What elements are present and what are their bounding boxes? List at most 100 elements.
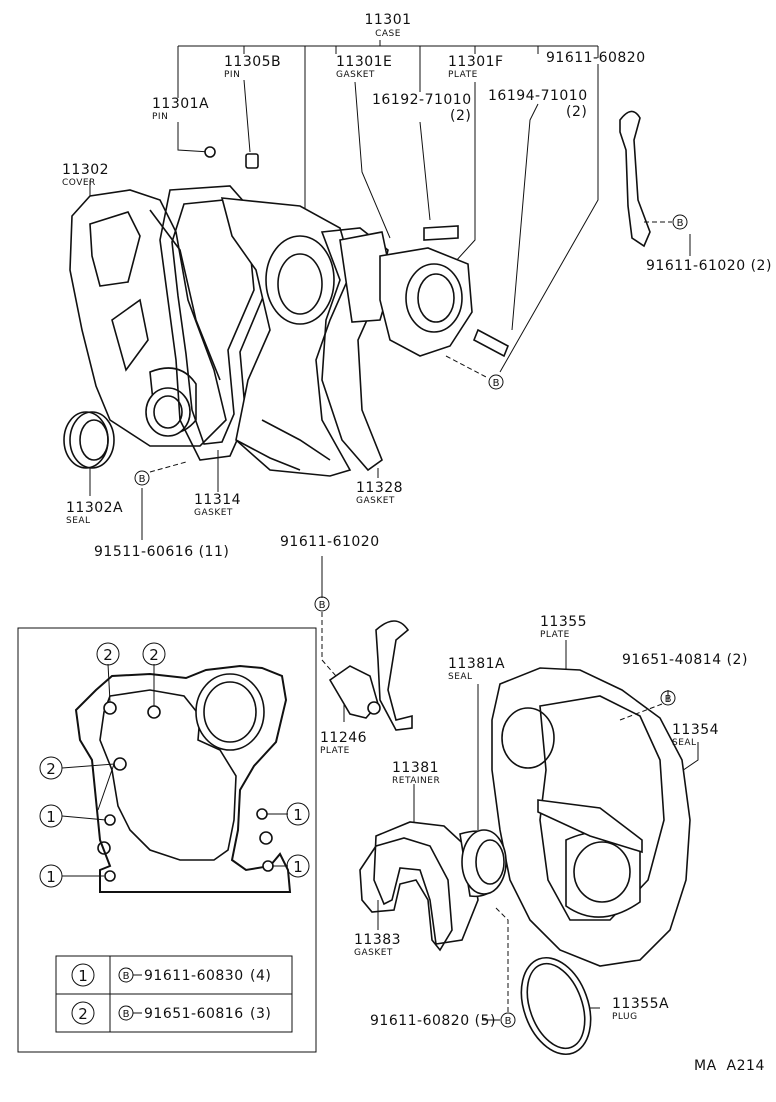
bolt-label: B: [677, 218, 684, 229]
oil-seal-11302A: [63, 411, 115, 469]
legend-row-1: 1 B 91611-60830 (4): [71, 963, 271, 987]
callout-11301: 11301 CASE: [364, 12, 411, 39]
part-name: GASKET: [194, 508, 233, 518]
callout-16194-71010: 16194-71010 (2): [488, 88, 588, 120]
marker-label: 1: [46, 868, 56, 886]
legend-key: 1: [78, 967, 88, 985]
callout-11302A: 11302A SEAL: [66, 500, 123, 526]
marker-label: 1: [293, 806, 303, 824]
part-name: RETAINER: [392, 776, 440, 786]
legend-bolt: B: [123, 1009, 130, 1020]
part-name: GASKET: [354, 948, 393, 958]
part-number: 11383: [354, 932, 401, 948]
quantity: (2): [566, 104, 587, 120]
inset-marker-1d: 1: [286, 854, 310, 878]
callout-91611-61020-mid: 91611-61020: [280, 534, 380, 550]
callout-91611-60820-bottom: 91611-60820 (5): [370, 1013, 496, 1029]
inset-marker-2c: 2: [39, 756, 63, 780]
inset-marker-2b: 2: [142, 642, 166, 666]
part-number: 11328: [356, 480, 403, 496]
part-number: 16192-71010: [372, 92, 472, 108]
part-number: 11302A: [66, 500, 123, 516]
marker-label: 1: [46, 808, 56, 826]
part-name: PLATE: [320, 746, 350, 756]
bolt-symbol-91651-40814: B: [619, 690, 676, 721]
part-number: 91651-40814 (2): [622, 652, 748, 668]
part-number: 11301E: [336, 54, 392, 70]
legend-part: 91611-60830: [144, 968, 244, 984]
callout-91611-60820: 91611-60820: [546, 50, 646, 66]
timing-cover-11302: [69, 189, 227, 447]
callout-11383: 11383 GASKET: [354, 932, 401, 958]
part-number: 11301F: [448, 54, 504, 70]
inset-marker-1c: 1: [286, 802, 310, 826]
callout-91651-40814: 91651-40814 (2): [622, 652, 748, 668]
part-number: 11355: [540, 614, 587, 630]
part-number: 11354: [672, 722, 719, 738]
part-number: 11314: [194, 492, 241, 508]
part-name: PLATE: [540, 630, 570, 640]
part-name: SEAL: [672, 738, 697, 748]
callout-16192-71010: 16192-71010 (2): [372, 92, 472, 124]
part-number: 11302: [62, 162, 109, 178]
inset-legend-table: 1 B 91611-60830 (4) 2 B 91651-60816 (3): [55, 955, 293, 1033]
part-name: PLATE: [448, 70, 478, 80]
part-number: 91611-60820: [546, 50, 646, 66]
part-number: 11355A: [612, 996, 669, 1012]
quantity: (2): [450, 108, 471, 124]
callout-11305B: 11305B PIN: [224, 54, 281, 80]
callout-11354: 11354 SEAL: [672, 722, 719, 748]
legend-key: 2: [78, 1005, 88, 1023]
part-name: PLUG: [612, 1012, 638, 1022]
part-name: GASKET: [336, 70, 375, 80]
bolt-label: B: [319, 600, 326, 611]
part-number: 11301: [364, 12, 411, 28]
part-name: PIN: [152, 112, 168, 122]
bolt-label: B: [139, 474, 146, 485]
bolt-symbol-plate: B: [445, 355, 504, 390]
end-plate-11355: [491, 667, 691, 967]
callout-11328: 11328 GASKET: [356, 480, 403, 506]
part-number: 11381A: [448, 656, 505, 672]
plug-11355A: [520, 956, 592, 1056]
callout-11302: 11302 COVER: [62, 162, 109, 188]
callout-91511-60616: 91511-60616 (11): [94, 544, 229, 560]
callout-11381A: 11381A SEAL: [448, 656, 505, 682]
part-name: SEAL: [448, 672, 473, 682]
callout-11301E: 11301E GASKET: [336, 54, 392, 80]
marker-label: 1: [293, 858, 303, 876]
part-number: 91611-61020: [280, 534, 380, 550]
part-name: COVER: [62, 178, 96, 188]
part-number: 91511-60616 (11): [94, 544, 229, 560]
part-name: PIN: [224, 70, 240, 80]
case-gasket-11328: [320, 227, 389, 472]
marker-label: 2: [149, 646, 159, 664]
legend-row-2: 2 B 91651-60816 (3): [71, 1001, 271, 1025]
marker-label: 2: [103, 646, 113, 664]
callout-11355A: 11355A PLUG: [612, 996, 669, 1022]
inset-marker-1b: 1: [39, 864, 63, 888]
part-number: 11381: [392, 760, 439, 776]
figure-code: MA A214: [694, 1058, 765, 1074]
part-number: 91611-60820 (5): [370, 1013, 496, 1029]
callout-11246: 11246 PLATE: [320, 730, 367, 756]
part-name: CASE: [375, 29, 401, 39]
part-number: 11305B: [224, 54, 281, 70]
top-leader-lines: [89, 40, 691, 598]
inset-box: [17, 627, 317, 1053]
retainer-11381-gasket-11383: [359, 821, 507, 952]
callout-91611-61020-top: 91611-61020 (2): [646, 258, 771, 274]
timing-case-11301: [204, 146, 353, 477]
callout-11314: 11314 GASKET: [194, 492, 241, 518]
inset-marker-2a: 2: [96, 642, 120, 666]
callout-11301F: 11301F PLATE: [448, 54, 504, 80]
plate-11301F-and-gasket-11301E: [339, 225, 510, 358]
part-number: 11301A: [152, 96, 209, 112]
callout-11381: 11381 RETAINER: [392, 760, 440, 786]
part-name: GASKET: [356, 496, 395, 506]
part-number: 11246: [320, 730, 367, 746]
legend-qty: (4): [250, 968, 271, 984]
part-number: 16194-71010: [488, 88, 588, 104]
hook-plate-top: [619, 110, 672, 248]
